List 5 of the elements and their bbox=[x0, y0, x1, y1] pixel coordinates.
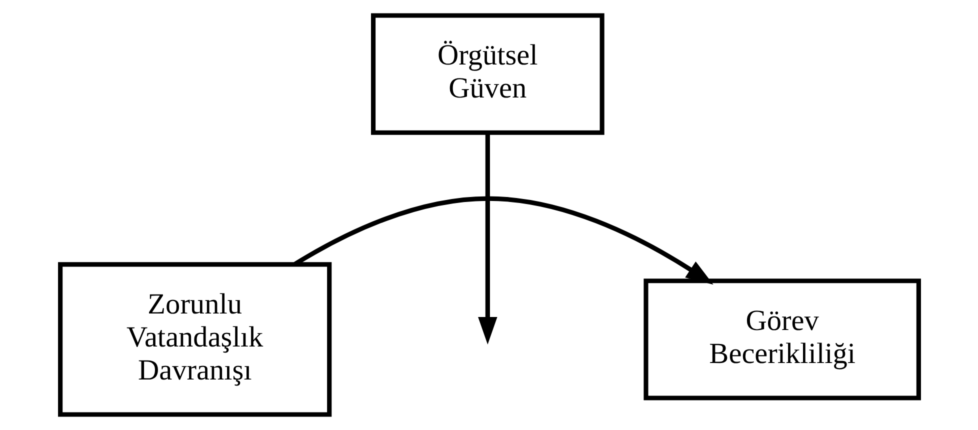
node-box: Zorunlu Vatandaşlık Davranışı bbox=[58, 262, 332, 417]
arrow bbox=[478, 132, 497, 344]
node-box: Örgütsel Güven bbox=[370, 13, 604, 135]
arrow bbox=[293, 196, 713, 285]
node-box: Görev Becerikliliği bbox=[643, 278, 920, 400]
